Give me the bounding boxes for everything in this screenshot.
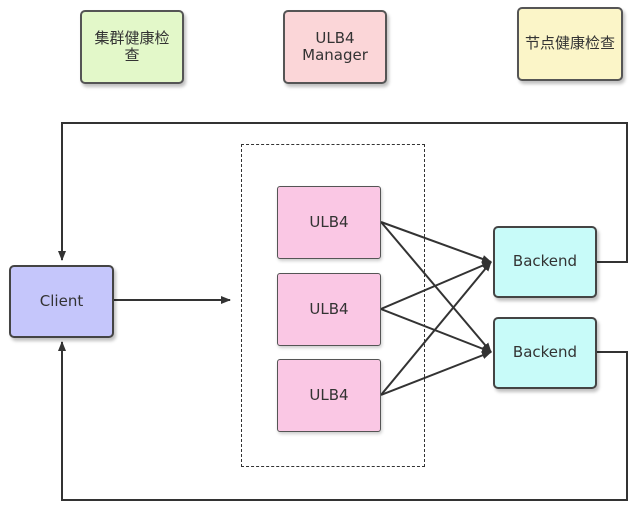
legend-cluster-health-check-label: 集群健康检查 bbox=[94, 28, 170, 64]
backend-node-1-label: Backend bbox=[512, 252, 578, 271]
edge-ulb-2-to-backend-1 bbox=[380, 261, 492, 310]
ulb4-node-2: ULB4 bbox=[277, 273, 381, 346]
ulb4-node-3: ULB4 bbox=[277, 359, 381, 432]
edge-backend-1-to-client bbox=[58, 122, 628, 263]
backend-node-1: Backend bbox=[493, 226, 597, 298]
legend-node-health-check-label: 节点健康检查 bbox=[525, 34, 616, 53]
backend-node-2: Backend bbox=[493, 317, 597, 389]
ulb-group-dashed-border bbox=[241, 144, 425, 467]
edge-ulb-2-to-backend-2 bbox=[380, 308, 492, 353]
legend-cluster-health-check: 集群健康检查 bbox=[80, 10, 184, 84]
edge-ulb-1-to-backend-2 bbox=[380, 221, 492, 353]
edge-ulb-1-to-backend-1 bbox=[380, 221, 492, 263]
backend-node-2-label: Backend bbox=[512, 343, 578, 362]
client-node: Client bbox=[9, 265, 114, 338]
client-label: Client bbox=[39, 291, 84, 310]
edge-ulb-3-to-backend-2 bbox=[380, 351, 492, 396]
legend-ulb4-manager-label: ULB4 Manager bbox=[302, 28, 368, 64]
ulb4-node-1: ULB4 bbox=[277, 186, 381, 259]
ulb4-node-3-label: ULB4 bbox=[309, 385, 349, 404]
ulb4-node-1-label: ULB4 bbox=[309, 212, 349, 231]
edge-backend-2-to-client bbox=[58, 341, 628, 501]
legend-ulb4-manager: ULB4 Manager bbox=[283, 10, 387, 84]
edge-ulb-3-to-backend-1 bbox=[380, 261, 492, 396]
legend-node-health-check: 节点健康检查 bbox=[517, 7, 623, 81]
ulb4-node-2-label: ULB4 bbox=[309, 299, 349, 318]
